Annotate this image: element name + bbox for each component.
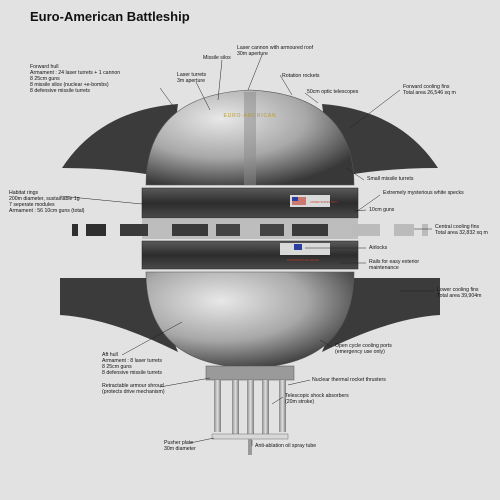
leader-lines: [59, 54, 434, 446]
label-cooling-ports: Open cycle cooling ports (emergency use …: [335, 343, 392, 355]
label-optic-telescopes: 50cm optic telescopes: [307, 89, 359, 95]
label-habitat-rings: Habitat rings 200m diameter, sustainable…: [9, 190, 85, 214]
shock-absorber-4: [262, 380, 269, 434]
label-forward-cooling-fins: Forward cooling fins Total area 26,546 s…: [403, 84, 456, 96]
label-laser-cannon: Laser cannon with armoured roof 30m aper…: [237, 45, 314, 57]
spray-tube: [248, 439, 252, 455]
label-spray-tube: Anti-ablation oil spray tube: [255, 443, 317, 449]
label-missile-silos: Missile silos: [203, 55, 231, 61]
label-central-cooling-fins: Central cooling fins Total area 32,832 s…: [435, 224, 488, 236]
shock-absorber-3: [247, 380, 254, 434]
label-armour-shroud: Retractable armour shroud (protects driv…: [102, 383, 165, 395]
label-lower-cooling-fins: Lower cooling fins Total area 39,904m: [437, 287, 482, 299]
label-laser-turrets: Laser turrets 3m aperture: [177, 72, 207, 84]
central-cooling-fins: [72, 224, 428, 236]
label-rotation-rockets: Rotation rockets: [282, 73, 320, 79]
flag-band-text: UNITED STATES NAVY: [310, 200, 338, 204]
label-white-specks: Extremely mysterious white specks: [383, 190, 464, 196]
label-aft-hull: Aft hull Armament : 8 laser turrets 8 25…: [102, 352, 162, 376]
aft-hull: [145, 271, 355, 369]
shock-absorber-1: [214, 380, 221, 432]
label-nuclear-thrusters: Nuclear thermal rocket thrusters: [312, 377, 386, 383]
label-10cm-guns: 10cm guns: [369, 207, 395, 213]
forward-hull-seam: [244, 92, 256, 185]
label-pusher-plate: Pusher plate 30m diameter: [164, 440, 196, 452]
label-forward-hull: Forward hull Armament : 24 laser turrets…: [30, 64, 121, 94]
label-airlocks: Airlocks: [369, 245, 388, 251]
flag-canton: [292, 197, 298, 201]
armour-shroud: [205, 365, 295, 381]
hull-marking: EURO-AMERICAN: [224, 113, 277, 119]
shock-absorber-2: [232, 380, 239, 434]
label-shock-absorbers: Telescopic shock absorbers (20m stroke): [285, 393, 349, 405]
lower-band-text: EUROPEAN ALLIANCE: [287, 258, 319, 262]
page-title: Euro-American Battleship: [30, 9, 190, 24]
flag-stripes: [292, 197, 306, 205]
pusher-plate: [211, 433, 289, 440]
label-rails: Rails for easy exterior maintenance: [369, 259, 420, 271]
eu-band: [280, 243, 330, 255]
label-small-missile-turrets: Small missile turrets: [367, 176, 414, 182]
eu-flag: [294, 244, 302, 250]
shock-absorber-5: [279, 380, 286, 432]
